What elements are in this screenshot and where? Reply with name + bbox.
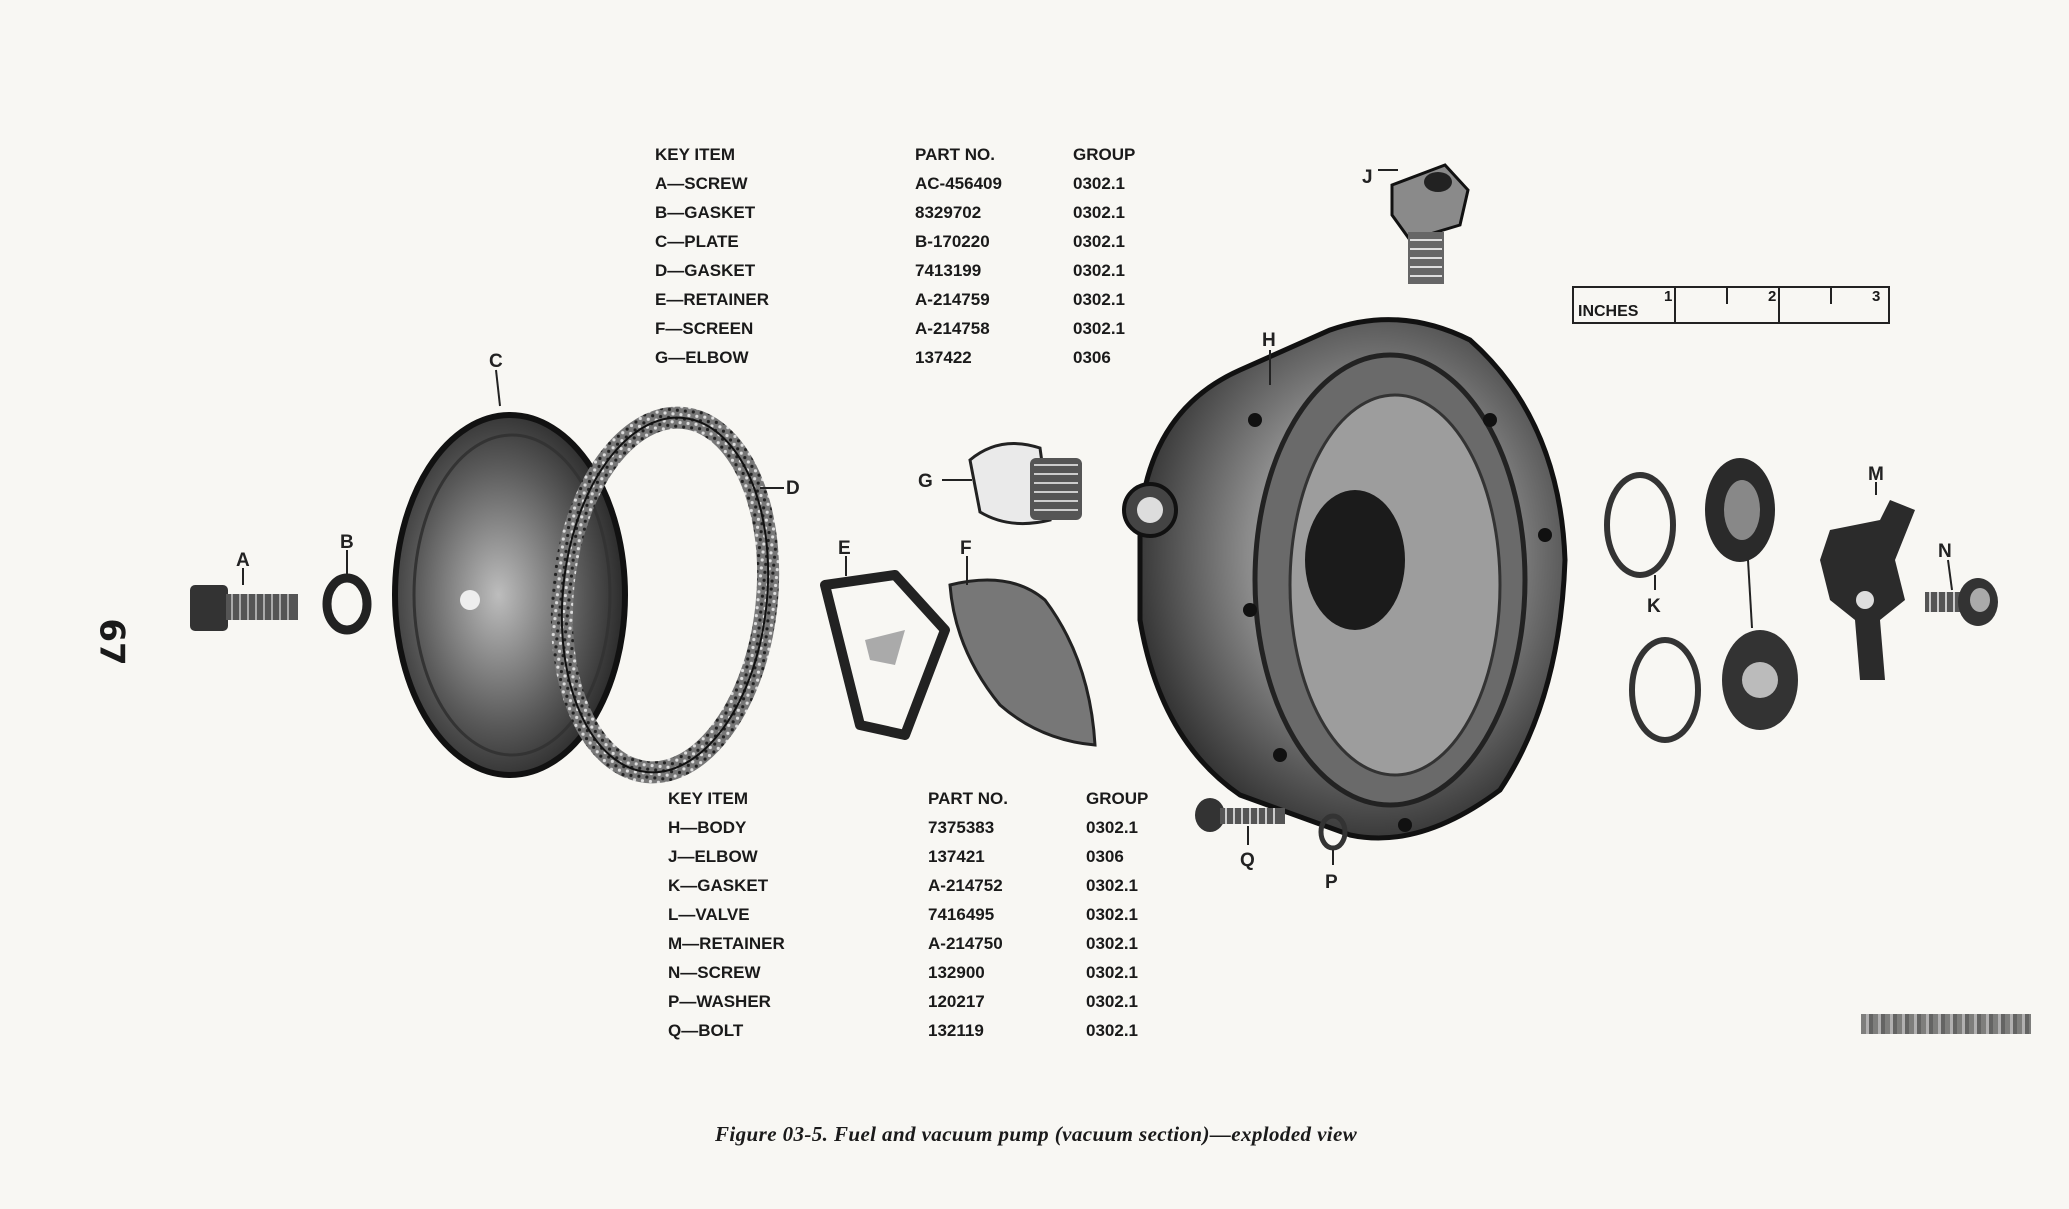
callout-c: C — [489, 351, 503, 372]
screw-a-part — [190, 585, 298, 631]
screen-f-part — [948, 578, 1097, 747]
callout-d: D — [786, 478, 800, 499]
retainer-e-part — [820, 570, 950, 740]
scale-tick-label: 3 — [1872, 288, 1881, 305]
scale-tick — [1674, 288, 1676, 324]
callout-g: G — [918, 471, 933, 492]
body-h-part — [1122, 317, 1568, 841]
callout-f: F — [960, 538, 972, 559]
callout-h: H — [1262, 330, 1276, 351]
inches-scale-bar: INCHES 1 2 3 — [1572, 286, 1890, 324]
figure-caption: Figure 03-5. Fuel and vacuum pump (vacuu… — [715, 1122, 1358, 1146]
screw-n-part — [1925, 578, 1998, 626]
header-part-no: PART NO. — [915, 144, 995, 164]
valve-l-part — [1705, 458, 1798, 730]
scale-tick-label: 1 — [1664, 288, 1673, 305]
callout-p: P — [1325, 872, 1338, 893]
washer-p-part — [1318, 813, 1348, 851]
callout-b: B — [340, 532, 354, 553]
callout-a: A — [236, 550, 250, 571]
header-group: GROUP — [1086, 788, 1149, 808]
scale-units-label: INCHES — [1578, 303, 1639, 320]
figure-id-stamp — [1861, 1014, 2031, 1034]
header-group: GROUP — [1073, 144, 1136, 164]
bolt-q-part — [1195, 798, 1285, 832]
scale-tick — [1778, 288, 1780, 324]
elbow-j-part — [1390, 163, 1470, 284]
callout-e: E — [838, 538, 851, 559]
scale-tick — [1726, 288, 1728, 304]
scale-tick-label: 2 — [1768, 288, 1777, 305]
gasket-d-part — [550, 406, 780, 784]
header-part-no: PART NO. — [928, 788, 1008, 808]
gasket-k-part — [1604, 472, 1701, 743]
callout-n: N — [1938, 541, 1952, 562]
callout-k: K — [1647, 596, 1661, 617]
header-key-item: KEY ITEM — [668, 788, 748, 808]
retainer-m-part — [1820, 500, 1915, 680]
elbow-g-part — [968, 442, 1082, 526]
header-key-item: KEY ITEM — [655, 144, 735, 164]
gasket-b-part — [322, 573, 372, 635]
callout-j: J — [1362, 167, 1373, 188]
callout-q: Q — [1240, 850, 1255, 871]
callout-m: M — [1868, 464, 1884, 485]
scale-tick — [1830, 288, 1832, 304]
